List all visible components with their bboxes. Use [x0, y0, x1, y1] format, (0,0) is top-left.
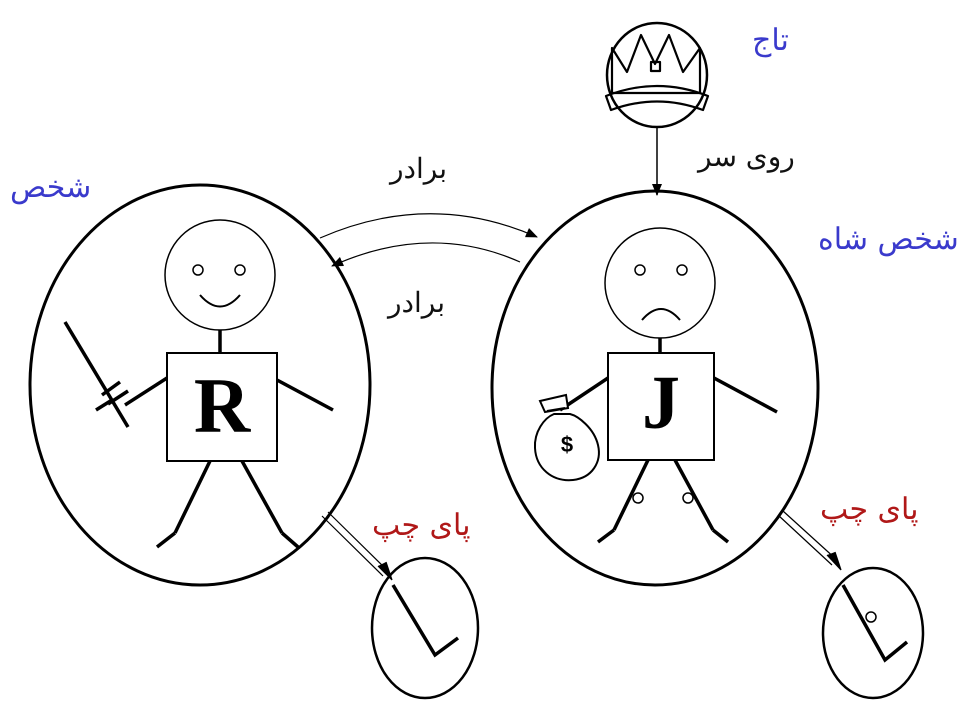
john-node — [490, 189, 820, 587]
left-leg-shape-2 — [841, 584, 909, 663]
money-bag-icon — [533, 393, 600, 482]
person-label: شخص — [10, 170, 92, 205]
brother-edge-top — [319, 213, 538, 239]
john-figure — [559, 227, 778, 544]
money-symbol: $ — [561, 432, 573, 457]
left-leg-node-2 — [821, 566, 925, 700]
brother-bottom-label: برادر — [388, 286, 446, 319]
richard-letter: R — [194, 362, 252, 449]
brother-edge-bottom — [331, 242, 521, 267]
crown-icon — [604, 33, 710, 112]
left-leg-edge-1 — [321, 511, 393, 581]
king-person-label: شخص شاه — [818, 222, 959, 257]
richard-figure — [124, 219, 334, 549]
left-leg-node-1 — [370, 556, 480, 700]
left-leg-shape-1 — [391, 584, 460, 658]
brother-top-label: برادر — [390, 152, 448, 185]
left-leg-edge-2 — [777, 510, 842, 571]
richard-node — [28, 183, 372, 587]
left-leg-label-1: پای چپ — [372, 508, 471, 543]
crown-node — [605, 21, 709, 129]
smiley-face-icon — [164, 219, 276, 331]
sword-icon — [63, 321, 130, 428]
left-leg-label-2: پای چپ — [820, 492, 919, 527]
frown-face-icon — [604, 227, 716, 339]
on-head-label: روی سر — [698, 140, 795, 173]
crown-label: تاج — [752, 23, 789, 58]
john-letter: J — [642, 361, 680, 445]
